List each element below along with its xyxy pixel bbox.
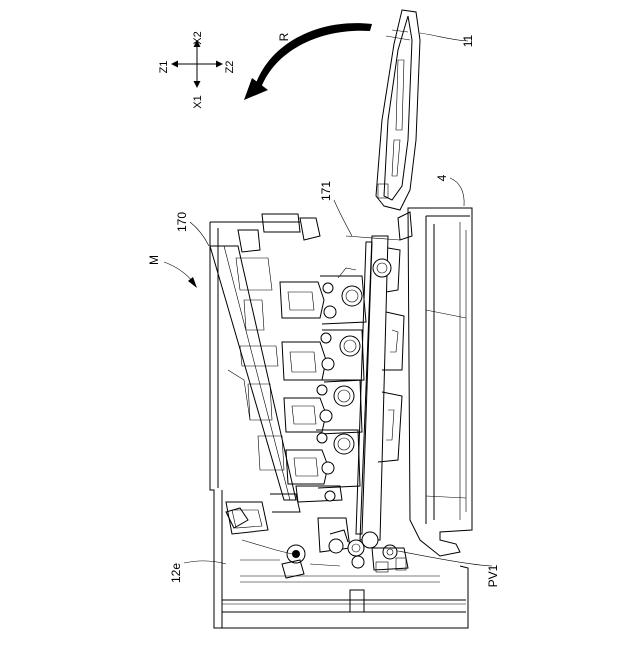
station-1 <box>280 268 366 324</box>
station-4 <box>286 430 360 488</box>
label-170: 170 <box>175 212 189 232</box>
rotation-arrow: R <box>244 23 372 100</box>
unit-170-panel <box>210 214 320 500</box>
station-3 <box>284 380 362 434</box>
axis-label-x2: X2 <box>192 31 204 44</box>
arrow-label-r: R <box>277 32 291 41</box>
label-171: 171 <box>319 181 333 201</box>
main-housing <box>210 222 468 628</box>
label-m: M <box>147 255 161 265</box>
axis-label-z2: Z2 <box>224 61 236 74</box>
axis-cross: X2 X1 Z1 Z2 <box>158 31 236 108</box>
station-2 <box>282 330 364 382</box>
label-pv1: PV1 <box>486 564 500 587</box>
reference-labels: 11 4 171 170 M 12e PV1 <box>147 33 500 587</box>
label-4: 4 <box>435 174 449 181</box>
unit-171-belt <box>346 236 404 548</box>
opened-cover-11 <box>376 10 420 210</box>
axis-label-z1: Z1 <box>158 61 170 74</box>
right-housing <box>398 208 472 556</box>
axis-label-x1: X1 <box>192 95 204 108</box>
image-stations <box>280 268 366 502</box>
label-12e: 12e <box>169 563 183 583</box>
